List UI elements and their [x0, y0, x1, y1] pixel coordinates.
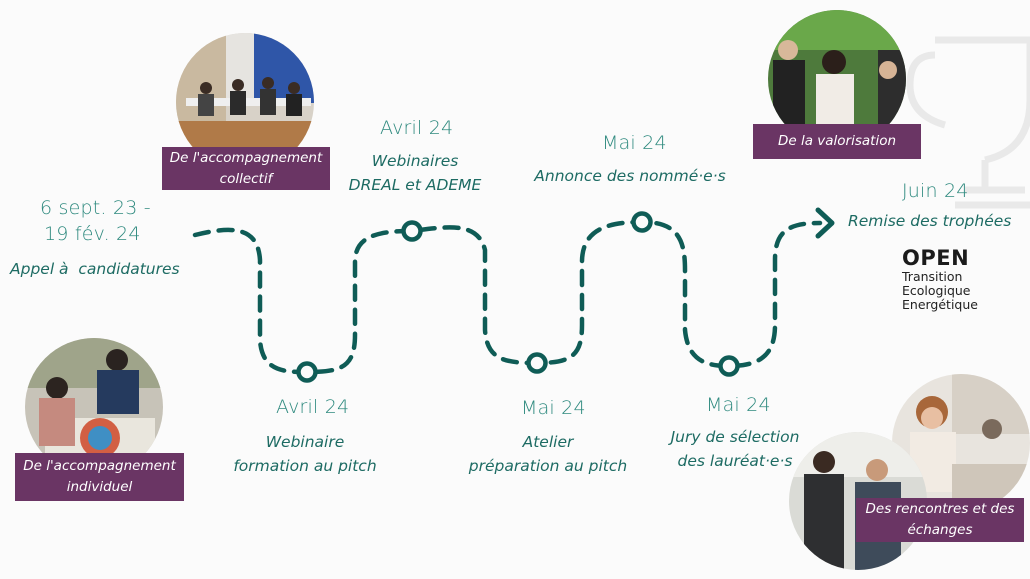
milestone-label-jury-line2: des lauréat·e·s — [677, 452, 793, 470]
milestone-node-webinaires — [401, 220, 423, 242]
milestone-date-appel-line2: 19 fév. 24 — [44, 223, 141, 245]
callout-meetings: Des rencontres et des échanges — [856, 498, 1024, 542]
milestone-node-annonce — [631, 211, 653, 233]
callout-collective-line1: De l'accompagnement — [169, 149, 323, 166]
milestone-label-atelier-line1: Atelier — [522, 433, 574, 451]
callout-individual: De l'accompagnement individuel — [15, 453, 184, 501]
callout-individual-line1: De l'accompagnement — [23, 458, 176, 474]
callout-collective: De l'accompagnement collectif — [162, 147, 330, 190]
callout-individual-line2: individuel — [66, 479, 133, 495]
callout-valorisation-text: De la valorisation — [777, 133, 897, 149]
milestone-date-webinaire-pitch: Avril 24 — [276, 396, 350, 418]
milestone-node-jury — [718, 355, 740, 377]
callout-meetings-line1: Des rencontres et des — [865, 501, 1015, 517]
logo-title: OPEN — [902, 246, 970, 270]
callout-meetings-line2: échanges — [907, 522, 973, 538]
open-logo: OPEN Transition Ecologique Energétique — [902, 246, 978, 312]
milestone-label-annonce: Annonce des nommé·e·s — [534, 167, 726, 185]
milestone-date-webinaires: Avril 24 — [380, 117, 454, 139]
milestone-label-webinaires-line1: Webinaires — [371, 152, 459, 170]
milestone-node-webinaire-pitch — [296, 361, 318, 383]
milestone-label-webinaire-pitch-line1: Webinaire — [265, 433, 345, 451]
callout-collective-line2: collectif — [219, 170, 273, 187]
callout-valorisation: De la valorisation — [753, 124, 921, 159]
milestone-date-appel-line1: 6 sept. 23 - — [40, 197, 151, 219]
milestone-date-annonce: Mai 24 — [602, 132, 667, 154]
milestone-label-appel: Appel à candidatures — [10, 260, 180, 278]
milestone-label-atelier-line2: préparation au pitch — [468, 457, 628, 475]
milestone-label-webinaires-line2: DREAL et ADEME — [348, 176, 482, 194]
logo-line-2: Ecologique — [902, 283, 971, 298]
milestone-date-remise: Juin 24 — [902, 180, 969, 202]
milestone-node-atelier — [526, 352, 548, 374]
logo-line-1: Transition — [902, 269, 963, 284]
milestone-label-remise: Remise des trophées — [848, 212, 1012, 230]
timeline-arrow-icon — [815, 207, 835, 239]
logo-line-3: Energétique — [902, 297, 978, 312]
milestone-date-atelier: Mai 24 — [521, 397, 586, 419]
timeline-dashed-line — [192, 219, 823, 375]
milestone-date-jury: Mai 24 — [706, 394, 771, 416]
milestone-label-webinaire-pitch-line2: formation au pitch — [233, 457, 377, 475]
milestone-label-jury-line1: Jury de sélection — [670, 428, 800, 446]
